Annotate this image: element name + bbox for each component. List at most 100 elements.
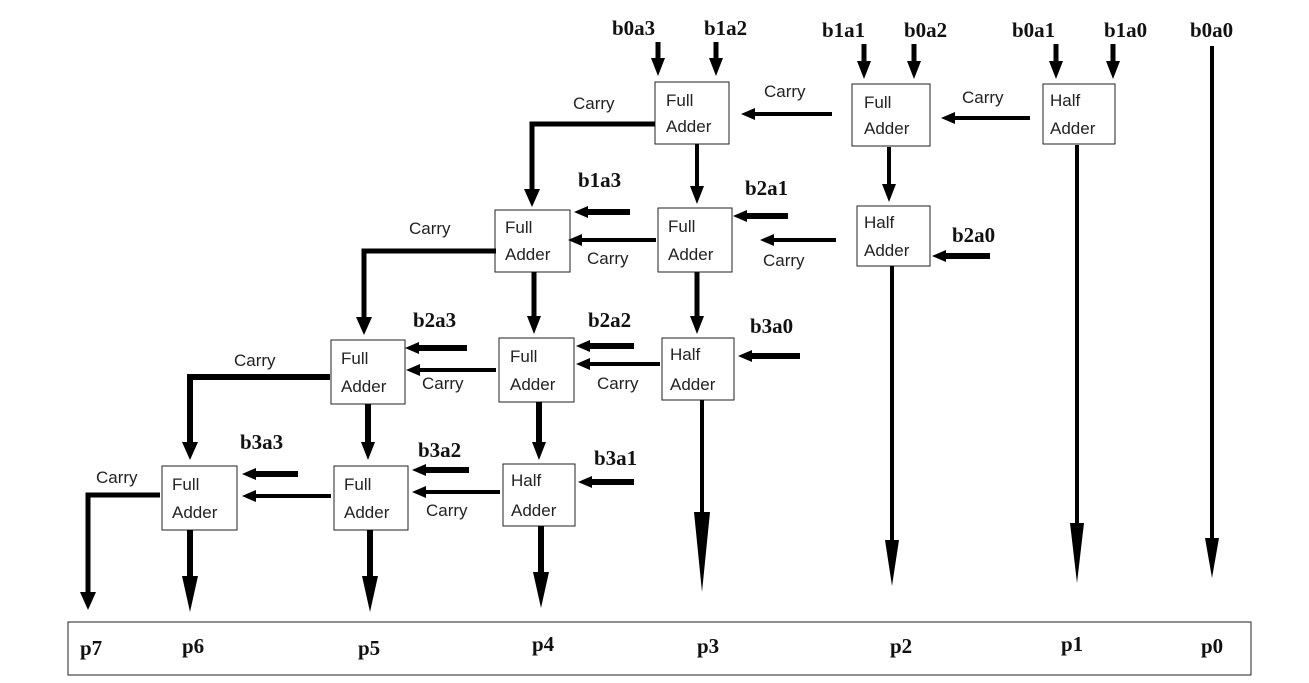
box-label-bottom: Adder — [510, 375, 556, 394]
box-label-bottom: Adder — [341, 377, 387, 396]
input-b2a1-arrowhead — [733, 210, 747, 222]
sum-r1-c2-arrowhead — [882, 184, 896, 202]
input-label-b3a0: b3a0 — [750, 314, 793, 338]
carry-r3-c5-line — [187, 374, 330, 444]
carry-label: Carry — [409, 219, 451, 238]
output-label-p1: p1 — [1061, 632, 1083, 656]
box-label-bottom: Adder — [668, 245, 714, 264]
input-b1a0-arrowhead — [1106, 61, 1120, 79]
carry-label: Carry — [422, 374, 464, 393]
input-b1a3-arrowhead — [574, 206, 588, 218]
carry-r2-c4-arrowhead — [356, 317, 372, 335]
carry-r2-c2-arrowhead — [760, 234, 774, 246]
output-label-p5: p5 — [358, 636, 380, 660]
input-label-b3a3: b3a3 — [240, 430, 283, 454]
carry-r1-c3-line — [529, 121, 655, 191]
input-label-b2a2: b2a2 — [588, 308, 631, 332]
carry-r4-c6-line — [85, 492, 160, 594]
input-b0a0-arrowhead — [1205, 538, 1219, 578]
output-label-p4: p4 — [532, 632, 555, 656]
carry-label: Carry — [962, 88, 1004, 107]
half-adder-r1-c1: Half Adder — [1042, 83, 1116, 145]
carry-r3-c3-arrowhead — [576, 358, 590, 370]
output-label-p3: p3 — [697, 634, 719, 658]
box-label-top: Half — [864, 213, 895, 232]
carry-label: Carry — [587, 249, 629, 268]
box-label-top: Full — [666, 91, 693, 110]
full-adder-r3-c4: Full Adder — [498, 337, 575, 403]
input-label-b2a1: b2a1 — [745, 176, 788, 200]
full-adder-r2-c3: Full Adder — [657, 207, 733, 273]
output-p4-arrowhead — [533, 572, 549, 608]
carry-r1-c3-arrowhead — [524, 189, 540, 207]
box-label-bottom: Adder — [505, 245, 551, 264]
box-label-bottom: Adder — [666, 117, 712, 136]
output-p2-arrowhead — [885, 540, 899, 586]
input-label-b2a0: b2a0 — [952, 223, 995, 247]
sum-r1-c3-arrowhead — [690, 186, 704, 204]
input-b3a3-arrowhead — [242, 468, 256, 480]
input-b1a1-arrowhead — [857, 61, 871, 79]
output-p1-arrowhead — [1070, 523, 1084, 583]
input-label-b1a3: b1a3 — [578, 168, 621, 192]
carry-r2-c4-line — [361, 248, 496, 319]
input-label-b2a3: b2a3 — [413, 308, 456, 332]
box-label-bottom: Adder — [670, 375, 716, 394]
output-label-p6: p6 — [182, 634, 204, 658]
half-adder-r2-c2: Half Adder — [856, 205, 931, 267]
box-label-top: Half — [511, 471, 542, 490]
carry-r4-c5-arrowhead — [242, 490, 256, 502]
half-adder-r4-c4: Half Adder — [502, 463, 576, 527]
input-label-b3a1: b3a1 — [594, 446, 637, 470]
input-label-b0a0: b0a0 — [1190, 18, 1233, 42]
input-b1a2-arrowhead — [709, 58, 723, 76]
connection-arrows — [80, 42, 1219, 612]
output-label-p0: p0 — [1201, 634, 1223, 658]
box-label-bottom: Adder — [1050, 119, 1096, 138]
input-b2a2-arrowhead — [576, 340, 590, 352]
carry-label: Carry — [597, 374, 639, 393]
full-adder-r1-c2: Full Adder — [851, 83, 931, 147]
carry-label: Carry — [764, 82, 806, 101]
output-p3-arrowhead — [694, 512, 710, 592]
sum-r2-c4-arrowhead — [527, 316, 541, 334]
box-label-bottom: Adder — [172, 503, 218, 522]
box-label-top: Full — [341, 349, 368, 368]
box-label-top: Full — [172, 475, 199, 494]
input-label-b1a2: b1a2 — [704, 16, 747, 40]
full-adder-r2-c4: Full Adder — [494, 209, 571, 273]
carry-r4-c6-arrowhead — [80, 592, 96, 610]
input-b0a1-arrowhead — [1049, 61, 1063, 79]
full-adder-r3-c5: Full Adder — [330, 339, 406, 405]
carry-label: Carry — [96, 468, 138, 487]
input-label-b0a2: b0a2 — [904, 18, 947, 42]
sum-r2-c3-arrowhead — [690, 316, 704, 334]
input-b0a3-arrowhead — [651, 58, 665, 76]
output-p6-arrowhead — [182, 576, 198, 612]
half-adder-r3-c3: Half Adder — [661, 337, 735, 401]
output-label-p7: p7 — [80, 636, 102, 660]
box-label-bottom: Adder — [864, 119, 910, 138]
input-label-b1a0: b1a0 — [1104, 18, 1147, 42]
carry-label: Carry — [763, 251, 805, 270]
box-label-bottom: Adder — [864, 241, 910, 260]
carry-r3-c4-arrowhead — [406, 364, 420, 376]
input-b3a2-arrowhead — [412, 464, 426, 476]
box-label-top: Full — [344, 475, 371, 494]
carry-label: Carry — [426, 501, 468, 520]
carry-label: Carry — [234, 351, 276, 370]
full-adder-r4-c5: Full Adder — [333, 465, 409, 531]
box-label-bottom: Adder — [511, 501, 557, 520]
box-label-top: Full — [510, 347, 537, 366]
box-label-top: Full — [864, 93, 891, 112]
input-b2a3-arrowhead — [405, 342, 419, 354]
carry-r1-c2-arrowhead — [741, 108, 755, 120]
box-label-top: Half — [670, 345, 701, 364]
box-label-top: Full — [668, 217, 695, 236]
carry-r1-c1-arrowhead — [941, 112, 955, 124]
output-label-p2: p2 — [890, 634, 912, 658]
input-b2a0-arrowhead — [932, 250, 946, 262]
carry-label: Carry — [573, 94, 615, 113]
carry-r3-c5-arrowhead — [182, 442, 198, 460]
